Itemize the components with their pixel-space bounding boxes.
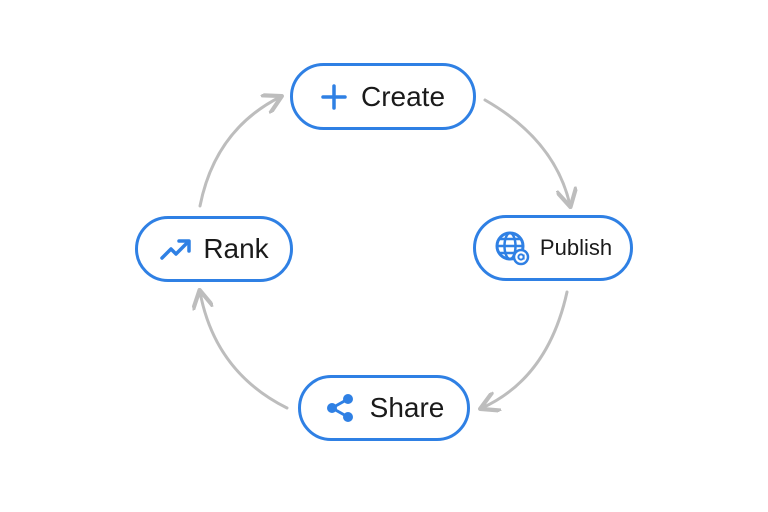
- globe-icon: [494, 230, 530, 266]
- share-label: Share: [369, 392, 445, 423]
- arrow-publish-to-share: [482, 290, 569, 408]
- create-node[interactable]: Create: [290, 63, 476, 130]
- share-node[interactable]: Share: [298, 375, 470, 441]
- create-label: Create: [360, 80, 446, 112]
- rank-label: Rank: [203, 233, 269, 264]
- rank-node[interactable]: Rank: [135, 216, 293, 282]
- share-icon: [324, 392, 356, 424]
- arrow-rank-to-create: [198, 97, 280, 208]
- trending-up-icon: [159, 236, 193, 262]
- plus-icon: [321, 83, 347, 110]
- arrow-create-to-publish: [483, 98, 570, 205]
- publish-label: Publish: [539, 235, 613, 260]
- arrow-share-to-rank: [200, 292, 289, 410]
- publish-node[interactable]: Publish: [473, 215, 633, 281]
